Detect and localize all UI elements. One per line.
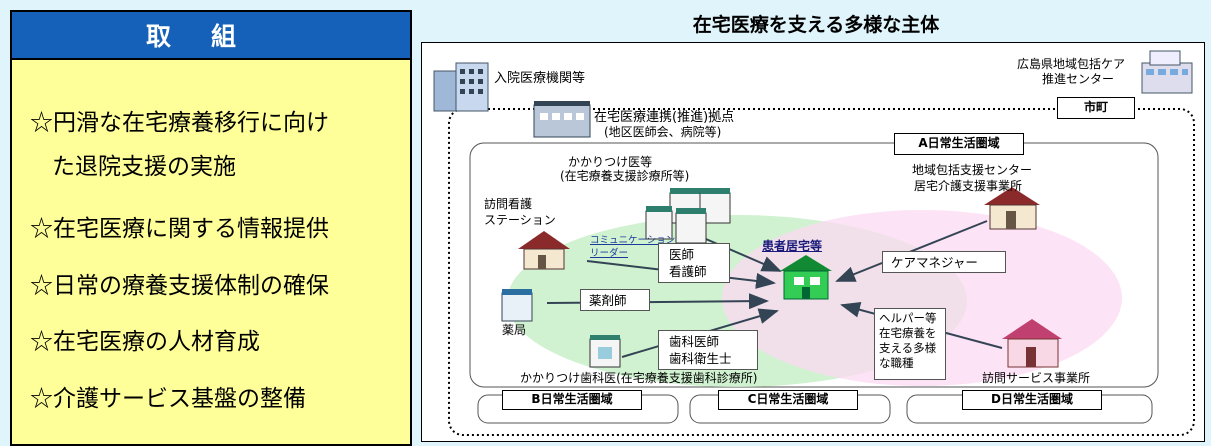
pref-center-icon [1141,50,1193,94]
base-label-1: 在宅医療連携(推進)拠点 [594,110,735,125]
initiative-item: ☆在宅医療の人材育成 [30,329,260,355]
gp-clinic-icon [645,188,731,244]
diagram-panel: 入院医療機関等 広島県地域包括ケア 推進センター 市町 在宅医療連携(推進)拠点… [421,42,1205,442]
helper-label-2: 在宅療養を [879,326,937,340]
arrow-gp [691,232,782,272]
community-center-house-icon [984,187,1040,230]
city-tag: 市町 [1057,97,1135,119]
left-panel-body: ☆円滑な在宅療養移行に向け た退院支援の実施 ☆在宅医療に関する情報提供 ☆日常… [10,60,412,446]
care-manager-box: ケアマネジャー [882,251,1006,273]
helper-label-1: ヘルパー等 [879,311,937,325]
gp-label-1: かかりつけ医等 [568,155,653,169]
patient-home-icon [780,255,832,300]
pharmacy-label: 薬局 [502,323,527,337]
diagram-title: 在宅医療を支える多様な主体 [692,14,940,36]
dental-clinic-icon [589,335,621,368]
helper-label-3: 支える多様 [879,341,937,355]
area-a-tag: A日常生活圏域 [894,133,1024,155]
diagram-shapes [433,50,1195,436]
hospital-icon [433,62,489,112]
initiative-item: ☆円滑な在宅療養移行に向け [30,110,329,136]
base-building-icon [533,101,591,138]
community-center-label-1: 地域包括支援センター [912,163,1033,177]
pref-center-label-1: 広島県地域包括ケア [1017,57,1126,71]
communication-leader-label-1: コミュニケーション [590,235,676,246]
left-panel-header: 取組 [10,10,412,60]
gp-label-2: (在宅療養支援診療所等) [560,169,690,183]
area-a-region [469,142,1159,388]
helper-box: ヘルパー等 在宅療養を 支える多様 な職種 [874,308,946,380]
city-region [448,108,1195,436]
area-d-tag: D日常生活圏域 [962,390,1102,410]
base-label-2: (地区医師会、病院等) [604,125,722,139]
area-b-tag: B日常生活圏域 [502,390,642,410]
communication-leader-label-2: リーダー [590,248,629,259]
initiative-item-cont: た退院支援の実施 [52,154,236,180]
helper-label-4: な職種 [879,356,914,370]
doctor-nurse-box: 医師 看護師 [658,243,730,283]
nurse-label: 看護師 [669,264,707,279]
pref-center-label-2: 推進センター [1042,72,1115,86]
initiative-item: ☆介護サービス基盤の整備 [30,386,306,412]
dental-hygienist-label: 歯科衛生士 [669,351,732,366]
dentist-box: 歯科医師 歯科衛生士 [658,330,758,370]
visit-nurse-label-2: ステーション [484,213,556,227]
visit-nurse-house-icon [518,231,570,270]
area-c-tag: C日常生活圏域 [718,390,858,410]
doctor-label: 医師 [669,247,695,262]
community-center-label-2: 居宅介護支援事業所 [914,179,1023,193]
initiative-item: ☆在宅医療に関する情報提供 [30,216,329,242]
initiative-item: ☆日常の療養支援体制の確保 [30,273,329,299]
pharmacist-box: 薬剤師 [580,289,650,311]
visit-service-label: 訪問サービス事業所 [982,371,1091,385]
dental-clinic-label: かかりつけ歯科医(在宅療養支援歯科診療所) [520,371,758,385]
visit-service-house-icon [1002,319,1062,368]
patient-home-label: 患者居宅等 [762,239,823,253]
hospital-label: 入院医療機関等 [494,71,586,86]
visit-nurse-label-1: 訪問看護 [484,197,533,211]
dentist-label: 歯科医師 [669,334,720,349]
pharmacy-icon [501,289,533,322]
